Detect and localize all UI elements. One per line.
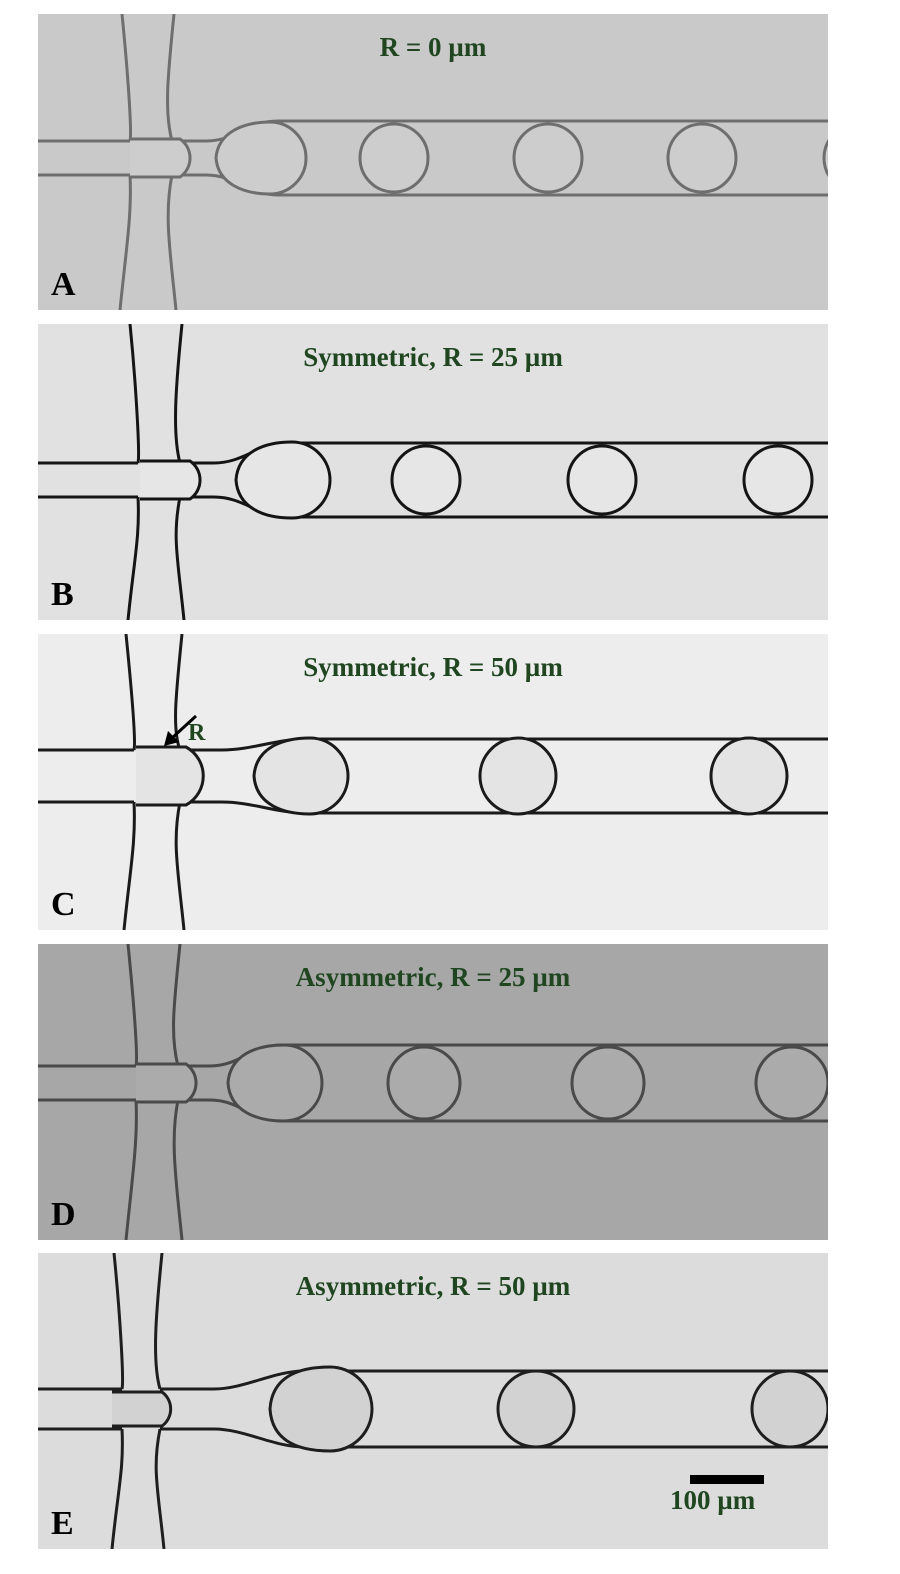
panel-c-inlet-channel [38,748,134,804]
panel-a-micrograph [38,14,828,310]
panel-a-channel-wall-right [166,14,178,310]
panel-c-letter: C [51,886,76,923]
panel-c-droplet-2 [709,736,789,816]
panel-a-title: R = 0 µm [379,32,487,62]
panel-c-dispersed-phase-tip [136,745,205,807]
panel-c: Symmetric, R = 50 µm R C [38,634,828,930]
panel-d-droplet-2 [570,1045,646,1121]
scale-bar [690,1475,764,1484]
panel-b-inlet-channel [38,461,138,499]
panel-e-title: Asymmetric, R = 50 µm [295,1271,571,1301]
panel-a-teardrop-droplet [214,120,308,196]
panel-b-droplet-3 [742,444,814,516]
panel-e-inlet-channel [38,1387,122,1431]
panel-b-micrograph [38,324,828,620]
panel-b-letter: B [51,576,74,613]
panel-e-dispersed-phase-tip [112,1390,173,1428]
panel-b-droplet-1 [390,444,462,516]
panel-c-title: Symmetric, R = 50 µm [303,652,563,682]
panel-b-dispersed-phase-tip [140,459,202,501]
radius-arrow-head [164,731,179,746]
radius-marker-label: R [188,720,206,746]
panel-a-droplet-1 [358,122,430,194]
panel-b: Symmetric, R = 25 µm B [38,324,828,620]
panel-a-letter: A [51,266,76,303]
panel-d-micrograph [38,944,828,1240]
panel-e-droplet-2 [750,1369,828,1449]
scale-bar-label: 100 µm [670,1485,756,1515]
panel-c-channel-wall-right [174,634,186,930]
panel-e-teardrop-droplet [268,1365,374,1453]
radius-arrow-shaft [170,714,198,740]
panel-d-dispersed-phase-tip [136,1062,198,1104]
panel-b-droplet-2 [566,444,638,516]
panel-d: Asymmetric, R = 25 µm D [38,944,828,1240]
panel-e-micrograph [38,1253,828,1549]
panel-d-teardrop-droplet [226,1043,324,1123]
panel-e-letter: E [51,1505,74,1542]
panel-a-droplet-4 [822,139,828,177]
panel-e-channel-wall-left [110,1253,125,1549]
panel-a-channel-wall-left [118,14,133,310]
panel-a-dispersed-phase-tip [130,137,192,179]
panel-a: R = 0 µm A [38,14,828,310]
panel-b-title: Symmetric, R = 25 µm [303,342,563,372]
panel-c-droplet-1 [478,736,558,816]
panel-d-inlet-channel [38,1064,136,1102]
panel-d-channel-wall-right [172,944,184,1240]
panel-e-channel-wall-right [154,1253,166,1549]
panel-e: Asymmetric, R = 50 µm 100 µm E [38,1253,828,1549]
panel-d-droplet-3 [754,1045,828,1121]
panel-c-channel-wall-left [122,634,137,930]
panel-d-channel-wall-left [124,944,139,1240]
panel-d-letter: D [51,1196,76,1233]
panel-c-teardrop-droplet [252,736,350,816]
panel-a-droplet-3 [666,122,738,194]
panel-b-channel-wall-left [126,324,141,620]
panel-d-droplet-1 [386,1045,462,1121]
panel-a-inlet-channel [38,139,130,177]
panel-b-channel-wall-right [174,324,186,620]
panel-b-teardrop-droplet [234,440,332,520]
panel-d-title: Asymmetric, R = 25 µm [295,962,571,992]
panel-c-micrograph [38,634,828,930]
panel-a-droplet-2 [512,122,584,194]
panel-e-droplet-1 [496,1369,576,1449]
